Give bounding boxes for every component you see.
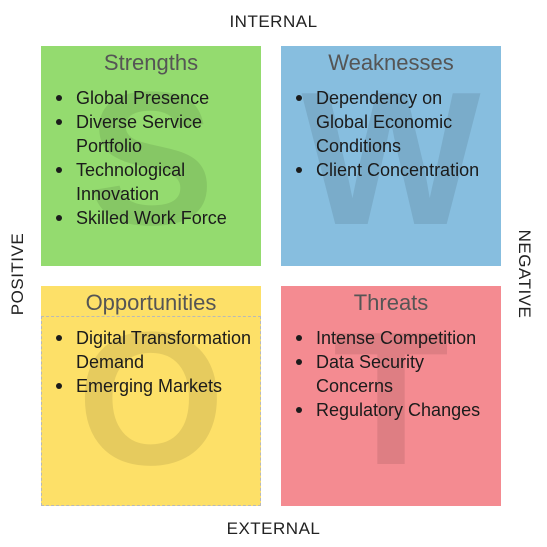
strengths-item: Skilled Work Force [56, 206, 259, 230]
threats-quadrant: T Threats Intense Competition Data Secur… [281, 286, 501, 506]
strengths-item: Diverse Service Portfolio [56, 110, 259, 158]
weaknesses-list: Dependency on Global Economic Conditions… [296, 86, 499, 182]
strengths-title: Strengths [103, 50, 199, 75]
opportunities-title: Opportunities [85, 290, 217, 315]
strengths-quadrant: S Strengths Global Presence Diverse Serv… [41, 46, 261, 266]
opportunities-item: Emerging Markets [56, 374, 259, 398]
strengths-item: Global Presence [56, 86, 259, 110]
axis-label-positive: POSITIVE [8, 232, 27, 316]
threats-item: Intense Competition [296, 326, 499, 350]
opportunities-list: Digital Transformation Demand Emerging M… [56, 326, 259, 398]
weaknesses-quadrant: W Weaknesses Dependency on Global Econom… [281, 46, 501, 266]
strengths-watermark-letter: S [87, 53, 215, 265]
strengths-list: Global Presence Diverse Service Portfoli… [56, 86, 259, 230]
weaknesses-watermark-letter: W [301, 53, 481, 265]
threats-title: Threats [353, 290, 429, 315]
threats-item: Regulatory Changes [296, 398, 499, 422]
opportunities-item: Digital Transformation Demand [56, 326, 259, 374]
axis-label-negative: NEGATIVE [515, 229, 534, 319]
weaknesses-title: Weaknesses [328, 50, 454, 75]
opportunities-watermark-letter: O [77, 293, 225, 505]
threats-watermark-letter: T [332, 293, 450, 505]
weaknesses-item: Dependency on Global Economic Conditions [296, 86, 499, 158]
weaknesses-item: Client Concentration [296, 158, 499, 182]
axis-label-internal: INTERNAL [229, 12, 318, 31]
threats-list: Intense Competition Data Security Concer… [296, 326, 499, 422]
threats-item: Data Security Concerns [296, 350, 499, 398]
axis-label-external: EXTERNAL [226, 519, 321, 538]
strengths-item: Technological Innovation [56, 158, 259, 206]
opportunities-quadrant: O Opportunities Digital Transformation D… [41, 286, 261, 506]
